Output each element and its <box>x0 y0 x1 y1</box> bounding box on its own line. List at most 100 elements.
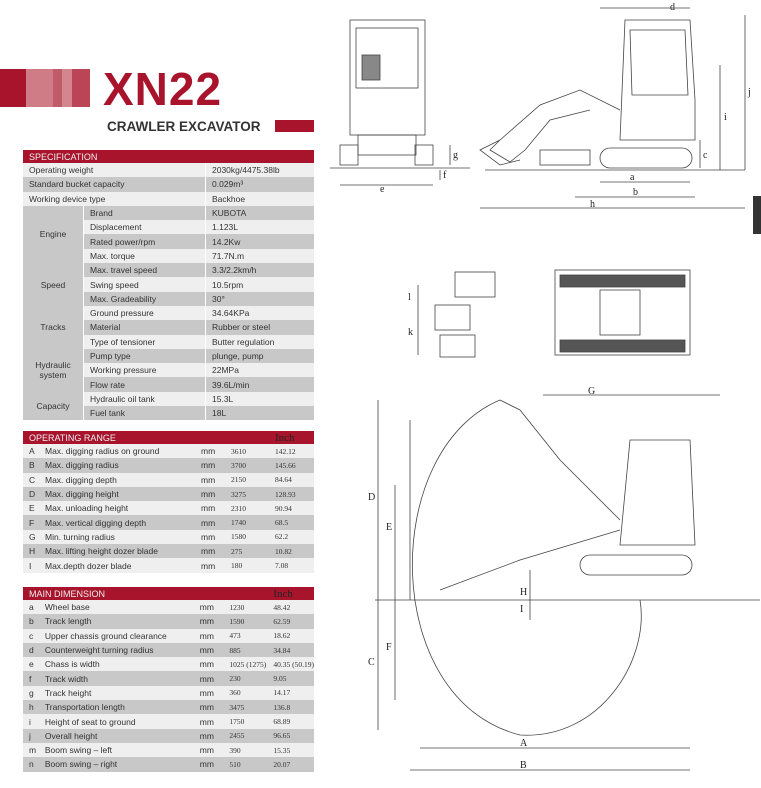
row-unit: mm <box>193 642 224 658</box>
value-inch: 145.66 <box>269 458 314 473</box>
spec-value: 30° <box>205 291 314 306</box>
spec-label: Hydraulic oil tank <box>83 391 206 407</box>
spec-group-label: Tracks <box>23 305 84 349</box>
row-label: Transportation length <box>38 700 194 715</box>
spec-value: Butter regulation <box>205 334 314 349</box>
spec-label: Material <box>83 320 206 335</box>
spec-label: Ground pressure <box>83 305 206 321</box>
row-unit: mm <box>193 714 224 729</box>
spec-group-label: Speed <box>23 263 84 306</box>
row-unit: mm <box>195 472 225 487</box>
value-mm: 275 <box>225 544 269 559</box>
spec-value: Rubber or steel <box>205 320 314 335</box>
row-unit: mm <box>193 671 224 686</box>
row-label: Max. lifting height dozer blade <box>39 544 195 559</box>
value-inch: 7.08 <box>269 558 314 573</box>
dim-label-g: g <box>453 150 458 161</box>
row-key: a <box>23 600 39 615</box>
spec-label: Type of tensioner <box>83 334 206 349</box>
spec-value: 10.5rpm <box>205 277 314 292</box>
row-unit: mm <box>193 600 224 615</box>
value-mm: 1025 (1275) <box>223 657 268 672</box>
value-mm: 1740 <box>225 515 269 530</box>
value-mm: 2150 <box>225 472 269 487</box>
dim-label-e: e <box>380 184 385 195</box>
spec-label: Max. torque <box>83 248 206 264</box>
row-key: A <box>23 444 39 459</box>
spec-label: Operating weight <box>23 163 206 178</box>
model-name: XN22 <box>103 63 223 115</box>
value-inch: 68.5 <box>269 515 314 530</box>
value-mm: 1590 <box>223 614 268 629</box>
dim-label-G: G <box>588 386 595 397</box>
row-key: n <box>23 757 39 772</box>
value-inch: 142.12 <box>269 444 314 459</box>
row-key: E <box>23 501 39 516</box>
row-unit: mm <box>195 515 225 530</box>
row-label: Overall height <box>38 728 194 743</box>
dim-label-a: a <box>630 172 635 183</box>
spec-label: Fuel tank <box>83 406 206 421</box>
dim-label-I: I <box>520 604 523 615</box>
row-key: I <box>23 558 39 573</box>
model-subtitle: CRAWLER EXCAVATOR <box>107 119 261 134</box>
row-key: c <box>23 628 39 643</box>
spec-label: Working device type <box>23 191 206 206</box>
spec-label: Max. travel speed <box>83 263 206 278</box>
section-title: OPERATING RANGE <box>23 431 269 444</box>
row-key: f <box>23 671 39 686</box>
value-inch: 14.17 <box>267 685 314 701</box>
front-view-drawing <box>330 19 470 186</box>
row-unit: mm <box>195 544 225 559</box>
spec-value: 71.7N.m <box>205 248 314 264</box>
inch-header: Inch <box>267 587 314 600</box>
row-label: Max. digging radius <box>39 458 195 473</box>
dim-label-D: D <box>368 492 375 503</box>
value-inch: 62.2 <box>269 529 314 545</box>
value-mm: 360 <box>223 685 268 701</box>
spec-value: 1.123L <box>205 220 314 235</box>
page-edge-tab <box>753 196 761 234</box>
row-unit: mm <box>193 628 224 643</box>
row-unit: mm <box>193 657 224 672</box>
value-mm: 180 <box>225 558 269 573</box>
spec-group-label: Engine <box>23 205 84 264</box>
spec-value: 34.64KPa <box>205 305 314 321</box>
row-label: Min. turning radius <box>39 529 195 545</box>
row-label: Counterweight turning radius <box>38 642 194 658</box>
bucket-swing-drawings <box>417 271 496 358</box>
row-label: Track width <box>38 671 194 686</box>
row-label: Boom swing – left <box>38 742 194 758</box>
value-inch: 68.89 <box>267 714 314 729</box>
inch-header: Inch <box>269 431 314 444</box>
row-label: Max. digging height <box>39 486 195 502</box>
value-inch: 62.59 <box>267 614 314 629</box>
row-label: Height of seat to ground <box>38 714 194 729</box>
row-unit: mm <box>195 558 225 573</box>
value-mm: 3275 <box>225 486 269 502</box>
value-mm: 1580 <box>225 529 269 545</box>
row-key: C <box>23 472 39 487</box>
spec-value: 22MPa <box>205 363 314 378</box>
value-mm: 1750 <box>223 714 268 729</box>
value-mm: 473 <box>223 628 268 643</box>
value-mm: 230 <box>223 671 268 686</box>
row-unit: mm <box>193 757 224 772</box>
dim-label-F: F <box>386 642 392 653</box>
spec-value: Backhoe <box>205 191 314 206</box>
row-label: Upper chassis ground clearance <box>38 628 194 643</box>
value-mm: 2455 <box>223 728 268 743</box>
